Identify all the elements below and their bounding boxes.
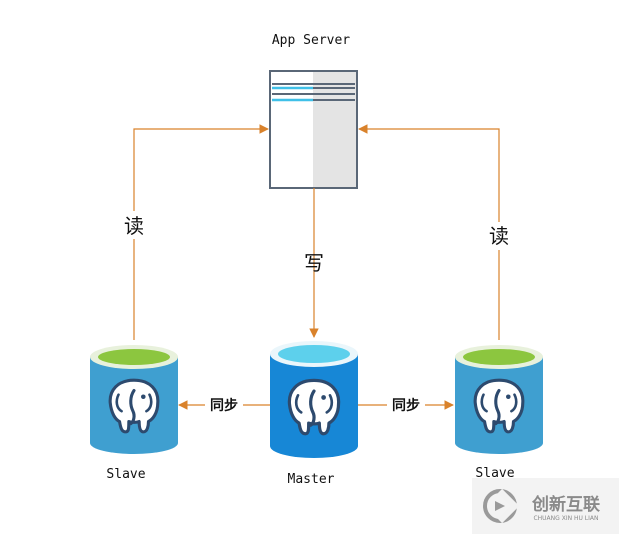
master-label: Master [288, 472, 335, 487]
sync-left-edge: 同步 [178, 395, 270, 415]
watermark-subtext: CHUANG XIN HU LIAN [533, 515, 598, 522]
sync-left-label: 同步 [210, 397, 238, 414]
read-left-label: 读 [124, 214, 144, 238]
master-node: Master [270, 341, 358, 487]
slave-right-node: Slave [455, 345, 543, 481]
slave-right-database-icon [455, 345, 543, 454]
master-database-icon [270, 341, 358, 458]
app-server-label: App Server [272, 33, 350, 48]
read-right-label: 读 [489, 224, 509, 248]
slave-left-node: Slave [90, 345, 178, 482]
read-right-edge: 读 [358, 124, 513, 340]
slave-left-label: Slave [106, 467, 145, 482]
watermark-logo-icon [483, 488, 520, 524]
write-edge: 写 [304, 188, 324, 338]
write-label: 写 [304, 251, 324, 275]
slave-right-label: Slave [475, 466, 514, 481]
sync-right-edge: 同步 [358, 395, 454, 415]
read-left-edge: 读 [120, 124, 269, 340]
app-server-node: App Server [269, 33, 358, 189]
slave-left-database-icon [90, 345, 178, 454]
watermark: 创新互联 CHUANG XIN HU LIAN [472, 478, 619, 534]
sync-right-label: 同步 [392, 397, 420, 414]
server-icon [269, 70, 358, 189]
watermark-text: 创新互联 [531, 494, 600, 515]
